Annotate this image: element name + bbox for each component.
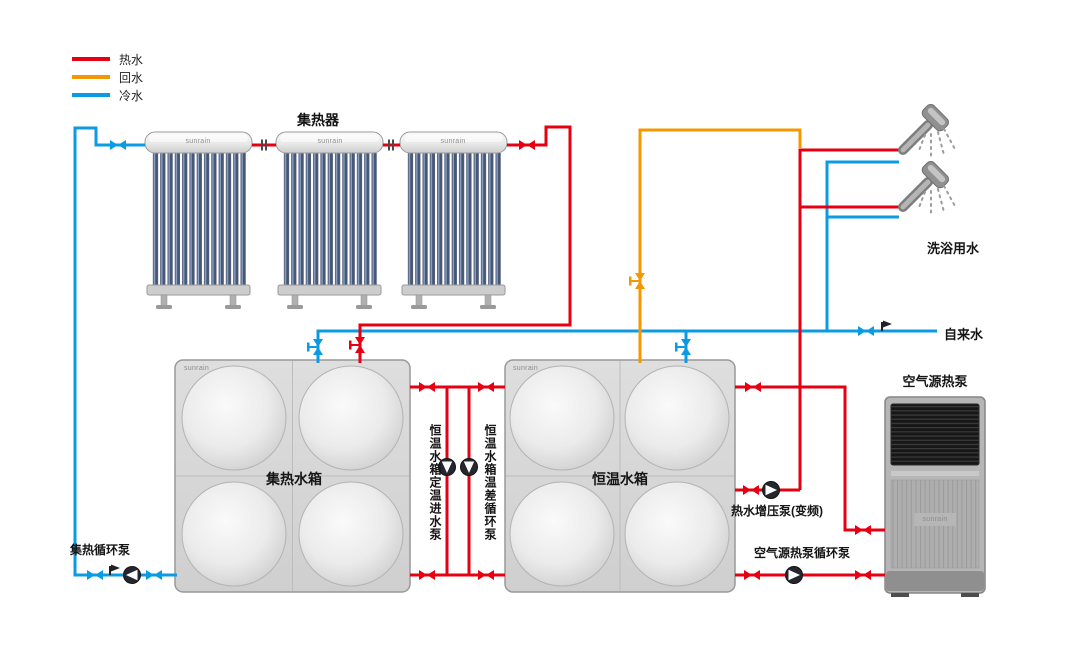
hot-water-swatch <box>72 57 110 61</box>
brand-logo-tank-right: sunrain <box>513 365 539 372</box>
inlet-pump-label: 恒温水箱定温进水泵 <box>428 424 442 541</box>
solar-collector-1 <box>144 131 253 310</box>
pump-icons <box>123 458 803 584</box>
diff-pump-label: 恒温水箱温差循环泵 <box>483 424 497 541</box>
booster-pump-label: 热水增压泵(变频) <box>731 504 823 518</box>
heat-pump-unit <box>884 396 986 597</box>
brand-logo-collector-1: sunrain <box>185 138 211 145</box>
heat-pump-label: 空气源热泵 <box>902 374 968 389</box>
pipe-union-fittings <box>261 139 394 151</box>
solar-collector-3 <box>399 131 508 310</box>
legend-item-cold: 冷水 <box>72 86 143 104</box>
hp-pump-label: 空气源热泵循环泵 <box>753 546 851 560</box>
brand-logo-collector-2: sunrain <box>317 138 343 145</box>
solar-collector-2 <box>275 131 384 310</box>
constant-temp-tank <box>504 359 736 593</box>
cold-water-swatch <box>72 93 110 97</box>
legend-label-return: 回水 <box>119 70 144 85</box>
hot-valve-icons <box>349 140 871 580</box>
collector-pump-label: 集热循环泵 <box>69 543 131 557</box>
brand-logo-tank-left: sunrain <box>184 365 210 372</box>
legend-label-hot: 热水 <box>119 52 144 67</box>
legend-label-cold: 冷水 <box>119 88 144 103</box>
tank-right-label: 恒温水箱 <box>592 471 648 487</box>
legend: 热水 回水 冷水 <box>72 50 143 104</box>
pump-flow-arrows <box>126 461 800 581</box>
collector-label: 集热器 <box>297 112 339 128</box>
shower-head-1 <box>903 102 956 156</box>
check-valve-icons <box>109 320 892 575</box>
legend-item-return: 回水 <box>72 68 143 86</box>
tap-water-label: 自来水 <box>944 327 984 342</box>
tank-left-label: 集热水箱 <box>266 471 322 487</box>
cold-valve-icons <box>87 140 874 580</box>
return-valve-icons <box>629 273 645 289</box>
return-water-pipes <box>638 128 802 363</box>
shower-water-label: 洗浴用水 <box>926 241 980 256</box>
brand-logo-collector-3: sunrain <box>440 138 466 145</box>
legend-item-hot: 热水 <box>72 50 143 68</box>
collector-storage-tank <box>174 359 411 593</box>
shower-head-2 <box>903 159 956 213</box>
brand-logo-heat-pump: sunrain <box>922 516 948 523</box>
return-water-swatch <box>72 75 110 79</box>
